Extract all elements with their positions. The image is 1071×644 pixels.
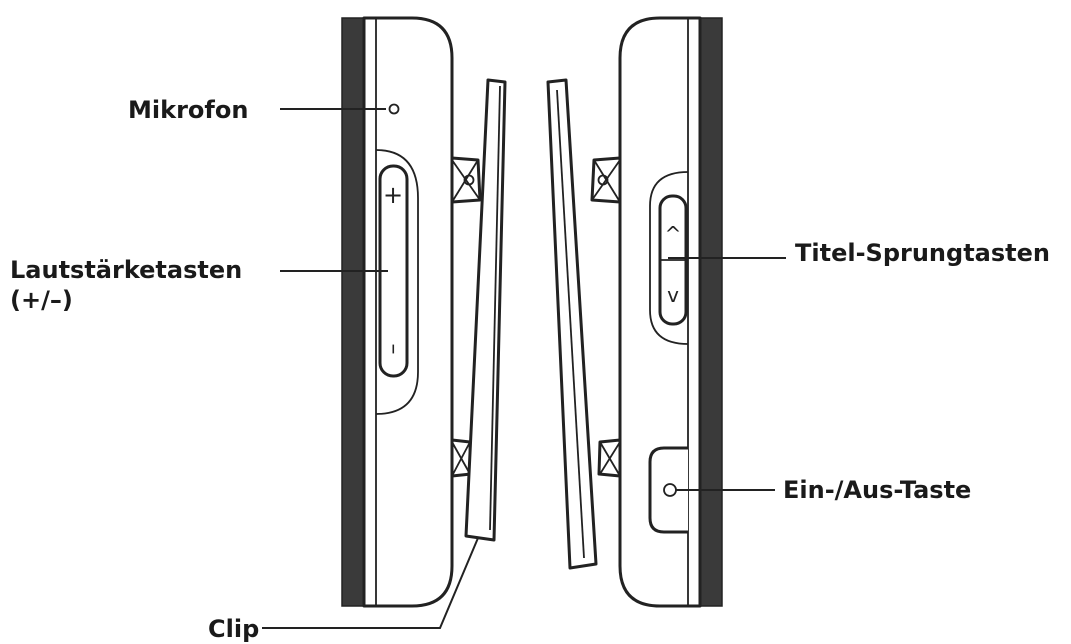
volume-key-recess — [375, 149, 419, 415]
right-clip-hinge-bottom — [597, 438, 622, 478]
volume-keys-label-sub: (+/–) — [10, 286, 73, 314]
microphone-hole — [388, 103, 400, 115]
left-clip-hinge-bottom — [450, 438, 473, 478]
power-key-label: Ein-/Aus-Taste — [783, 476, 972, 504]
left-device: + – — [341, 16, 454, 608]
volume-keys-label: Lautstärketasten (+/–) — [10, 255, 242, 315]
left-clip — [464, 78, 507, 542]
left-clip-hinge-top — [450, 156, 482, 204]
clip-label: Clip — [208, 615, 260, 643]
skip-up-glyph: ^ — [665, 222, 682, 246]
volume-keys-label-text: Lautstärketasten — [10, 256, 243, 284]
clip-leader — [262, 537, 479, 629]
skip-key-recess — [649, 171, 689, 345]
skip-down-glyph: v — [667, 283, 679, 307]
track-skip-keys-label: Titel-Sprungtasten — [795, 239, 1050, 267]
right-device: ^ v — [618, 16, 723, 608]
volume-plus-glyph: + — [383, 181, 403, 209]
left-device-band — [341, 17, 365, 607]
power-key[interactable] — [648, 446, 688, 534]
right-clip — [546, 78, 598, 570]
right-clip-hinge-top — [590, 156, 622, 204]
microphone-label: Mikrofon — [128, 96, 249, 124]
volume-minus-glyph: – — [381, 344, 406, 355]
right-device-band — [699, 17, 723, 607]
